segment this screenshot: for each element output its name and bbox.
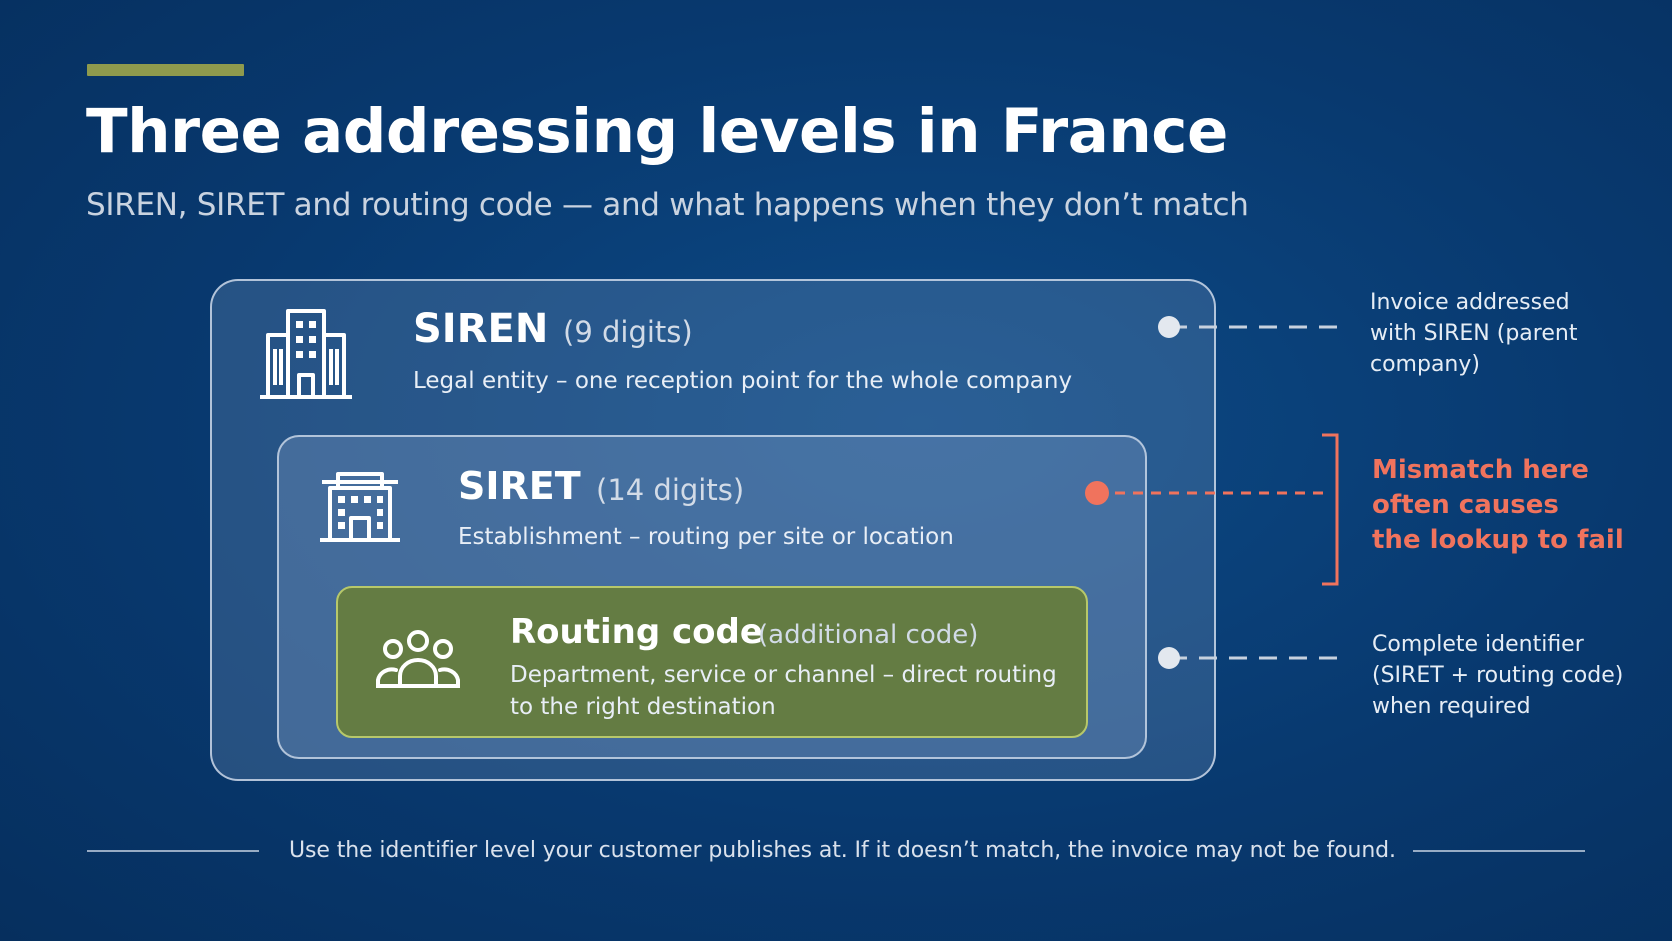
siret-description: Establishment – routing per site or loca… (458, 524, 954, 550)
complete-annotation-line3: when required (1372, 694, 1531, 719)
routing-code-hint: (additional code) (758, 620, 979, 650)
page-subtitle: SIREN, SIRET and routing code — and what… (86, 187, 1249, 223)
siren-description: Legal entity – one reception point for t… (413, 368, 1073, 394)
siren-annotation-line2: with SIREN (parent (1370, 321, 1578, 346)
mismatch-annotation-line2: often causes (1372, 490, 1559, 520)
footer-note: Use the identifier level your customer p… (289, 838, 1396, 863)
siret-title: SIRET (458, 464, 581, 508)
routing-code-description-line1: Department, service or channel – direct … (510, 662, 1057, 688)
siren-annotation: Invoice addressed with SIREN (parent com… (1370, 287, 1577, 380)
establishment-building-icon (320, 472, 400, 542)
mismatch-annotation: Mismatch here often causes the lookup to… (1372, 453, 1624, 558)
complete-annotation-line2: (SIRET + routing code) (1372, 663, 1624, 688)
footer-rule-right (1413, 850, 1585, 852)
group-people-icon (376, 630, 460, 688)
mismatch-annotation-line1: Mismatch here (1372, 455, 1589, 485)
siret-hint: (14 digits) (596, 473, 745, 507)
routing-marker-dot (1158, 647, 1180, 669)
siren-annotation-line1: Invoice addressed (1370, 290, 1570, 315)
siren-title: SIREN (413, 306, 549, 352)
footer-rule-left (87, 850, 259, 852)
siren-annotation-line3: company) (1370, 352, 1480, 377)
routing-code-title: Routing code (510, 612, 763, 652)
routing-code-box (336, 586, 1088, 738)
complete-annotation-line1: Complete identifier (1372, 632, 1584, 657)
page-title: Three addressing levels in France (86, 96, 1228, 167)
complete-identifier-annotation: Complete identifier (SIRET + routing cod… (1372, 629, 1623, 722)
office-building-icon (260, 309, 352, 399)
siren-hint: (9 digits) (563, 315, 693, 349)
siret-marker-dot (1085, 481, 1109, 505)
routing-code-description-line2: to the right destination (510, 694, 776, 720)
title-accent-bar (87, 64, 244, 76)
mismatch-annotation-line3: the lookup to fail (1372, 525, 1624, 555)
mismatch-bracket (1322, 433, 1339, 586)
siren-marker-dot (1158, 316, 1180, 338)
